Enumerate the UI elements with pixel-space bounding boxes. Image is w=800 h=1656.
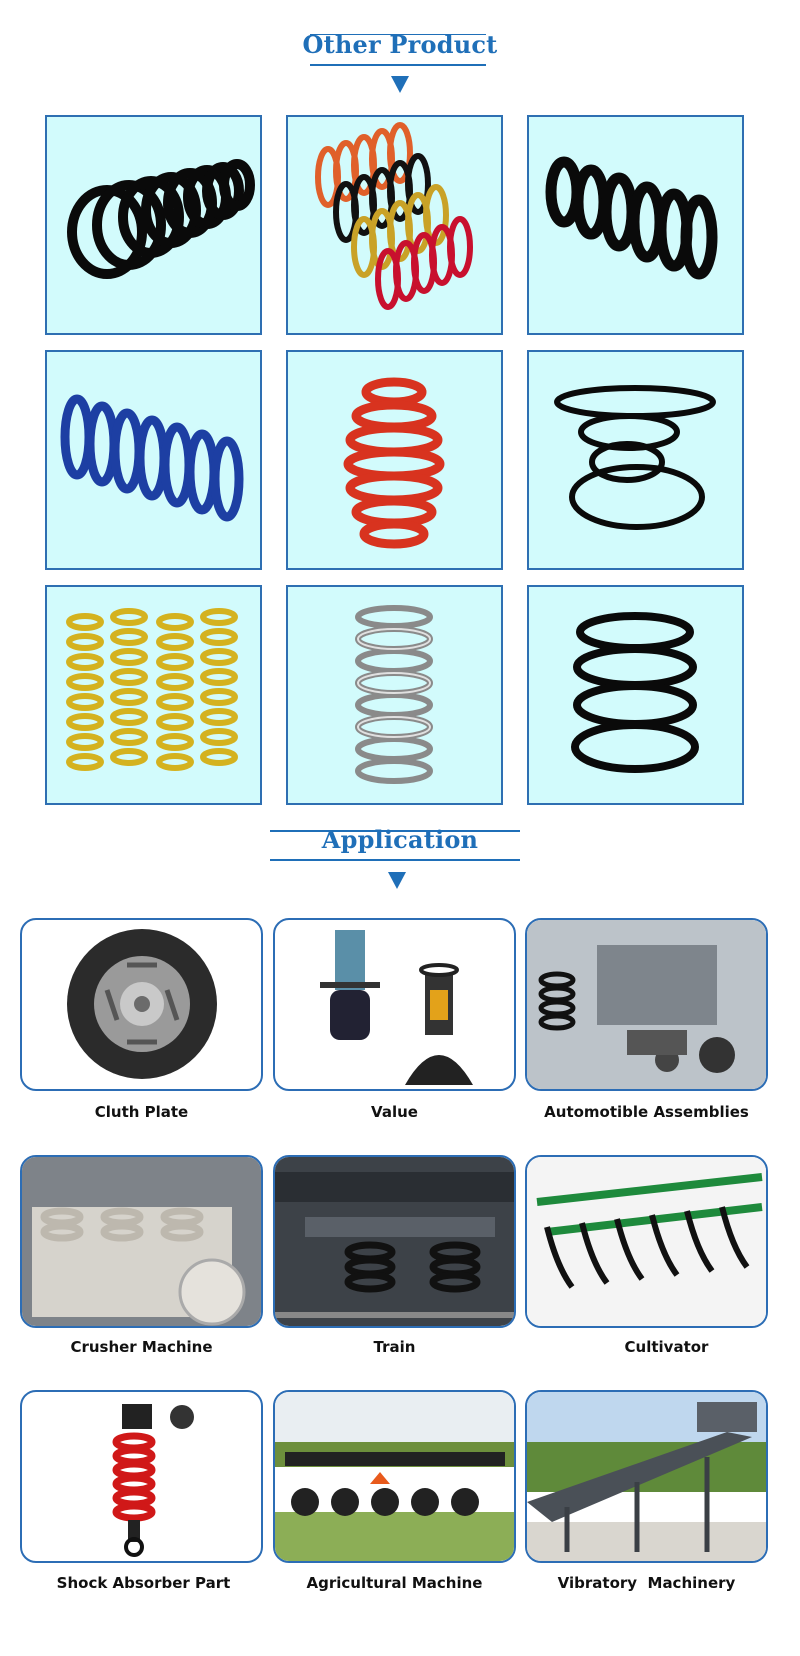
crusher-machine-icon: [22, 1157, 261, 1326]
application-arrow-icon: [388, 872, 406, 889]
product-tile-1: [45, 115, 262, 335]
product-tile-6: [527, 350, 744, 570]
product-tile-3: [527, 115, 744, 335]
agricultural-machine-icon: [275, 1392, 514, 1561]
red-barrel-spring-icon: [343, 377, 445, 549]
black-conical-wire-spring-icon: [554, 385, 716, 530]
black-compression-spring-icon: [545, 156, 718, 280]
application-card-train: [273, 1155, 516, 1328]
other-product-arrow-icon: [391, 76, 409, 93]
caption-automotive: Automotible Assemblies: [544, 1103, 749, 1121]
caption-vibratory: Vibratory Machinery: [557, 1574, 736, 1592]
application-card-vibratory: [525, 1390, 768, 1563]
application-card-agricultural: [273, 1390, 516, 1563]
vibratory-machinery-icon: [527, 1392, 766, 1561]
product-tile-5: [286, 350, 503, 570]
application-rule-top: [270, 830, 520, 832]
application-card-valve: [273, 918, 516, 1091]
chrome-coil-spring-icon: [355, 605, 433, 784]
caption-valve: Value: [371, 1103, 418, 1121]
black-short-spring-icon: [571, 612, 699, 773]
yellow-spring-set-icon: [66, 608, 238, 771]
product-tile-7: [45, 585, 262, 805]
train-bogie-icon: [275, 1157, 514, 1326]
product-tile-2: [286, 115, 503, 335]
application-heading: Application: [0, 825, 800, 854]
product-tile-8: [286, 585, 503, 805]
black-conical-spring-icon: [67, 159, 255, 279]
other-product-rule-bottom: [310, 64, 486, 66]
caption-cultivator: Cultivator: [624, 1338, 709, 1356]
blue-compression-spring-icon: [60, 394, 244, 522]
valve-icon: [320, 930, 473, 1085]
caption-crusher: Crusher Machine: [70, 1338, 213, 1356]
application-title: Application: [321, 825, 479, 854]
caption-shock-absorber: Shock Absorber Part: [56, 1574, 231, 1592]
product-tile-4: [45, 350, 262, 570]
application-rule-bottom: [270, 859, 520, 861]
other-product-rule-top: [310, 34, 486, 35]
shock-absorber-icon: [112, 1404, 194, 1557]
engine-assembly-icon: [527, 920, 766, 1089]
caption-agricultural: Agricultural Machine: [306, 1574, 483, 1592]
application-card-crusher: [20, 1155, 263, 1328]
clutch-plate-icon: [67, 929, 217, 1079]
cultivator-icon: [527, 1157, 766, 1326]
application-card-shock-absorber: [20, 1390, 263, 1563]
caption-clutch-plate: Cluth Plate: [94, 1103, 189, 1121]
product-tile-9: [527, 585, 744, 805]
application-card-automotive: [525, 918, 768, 1091]
caption-train: Train: [373, 1338, 416, 1356]
application-card-clutch-plate: [20, 918, 263, 1091]
multicolor-spring-set-icon: [315, 122, 473, 310]
application-card-cultivator: [525, 1155, 768, 1328]
